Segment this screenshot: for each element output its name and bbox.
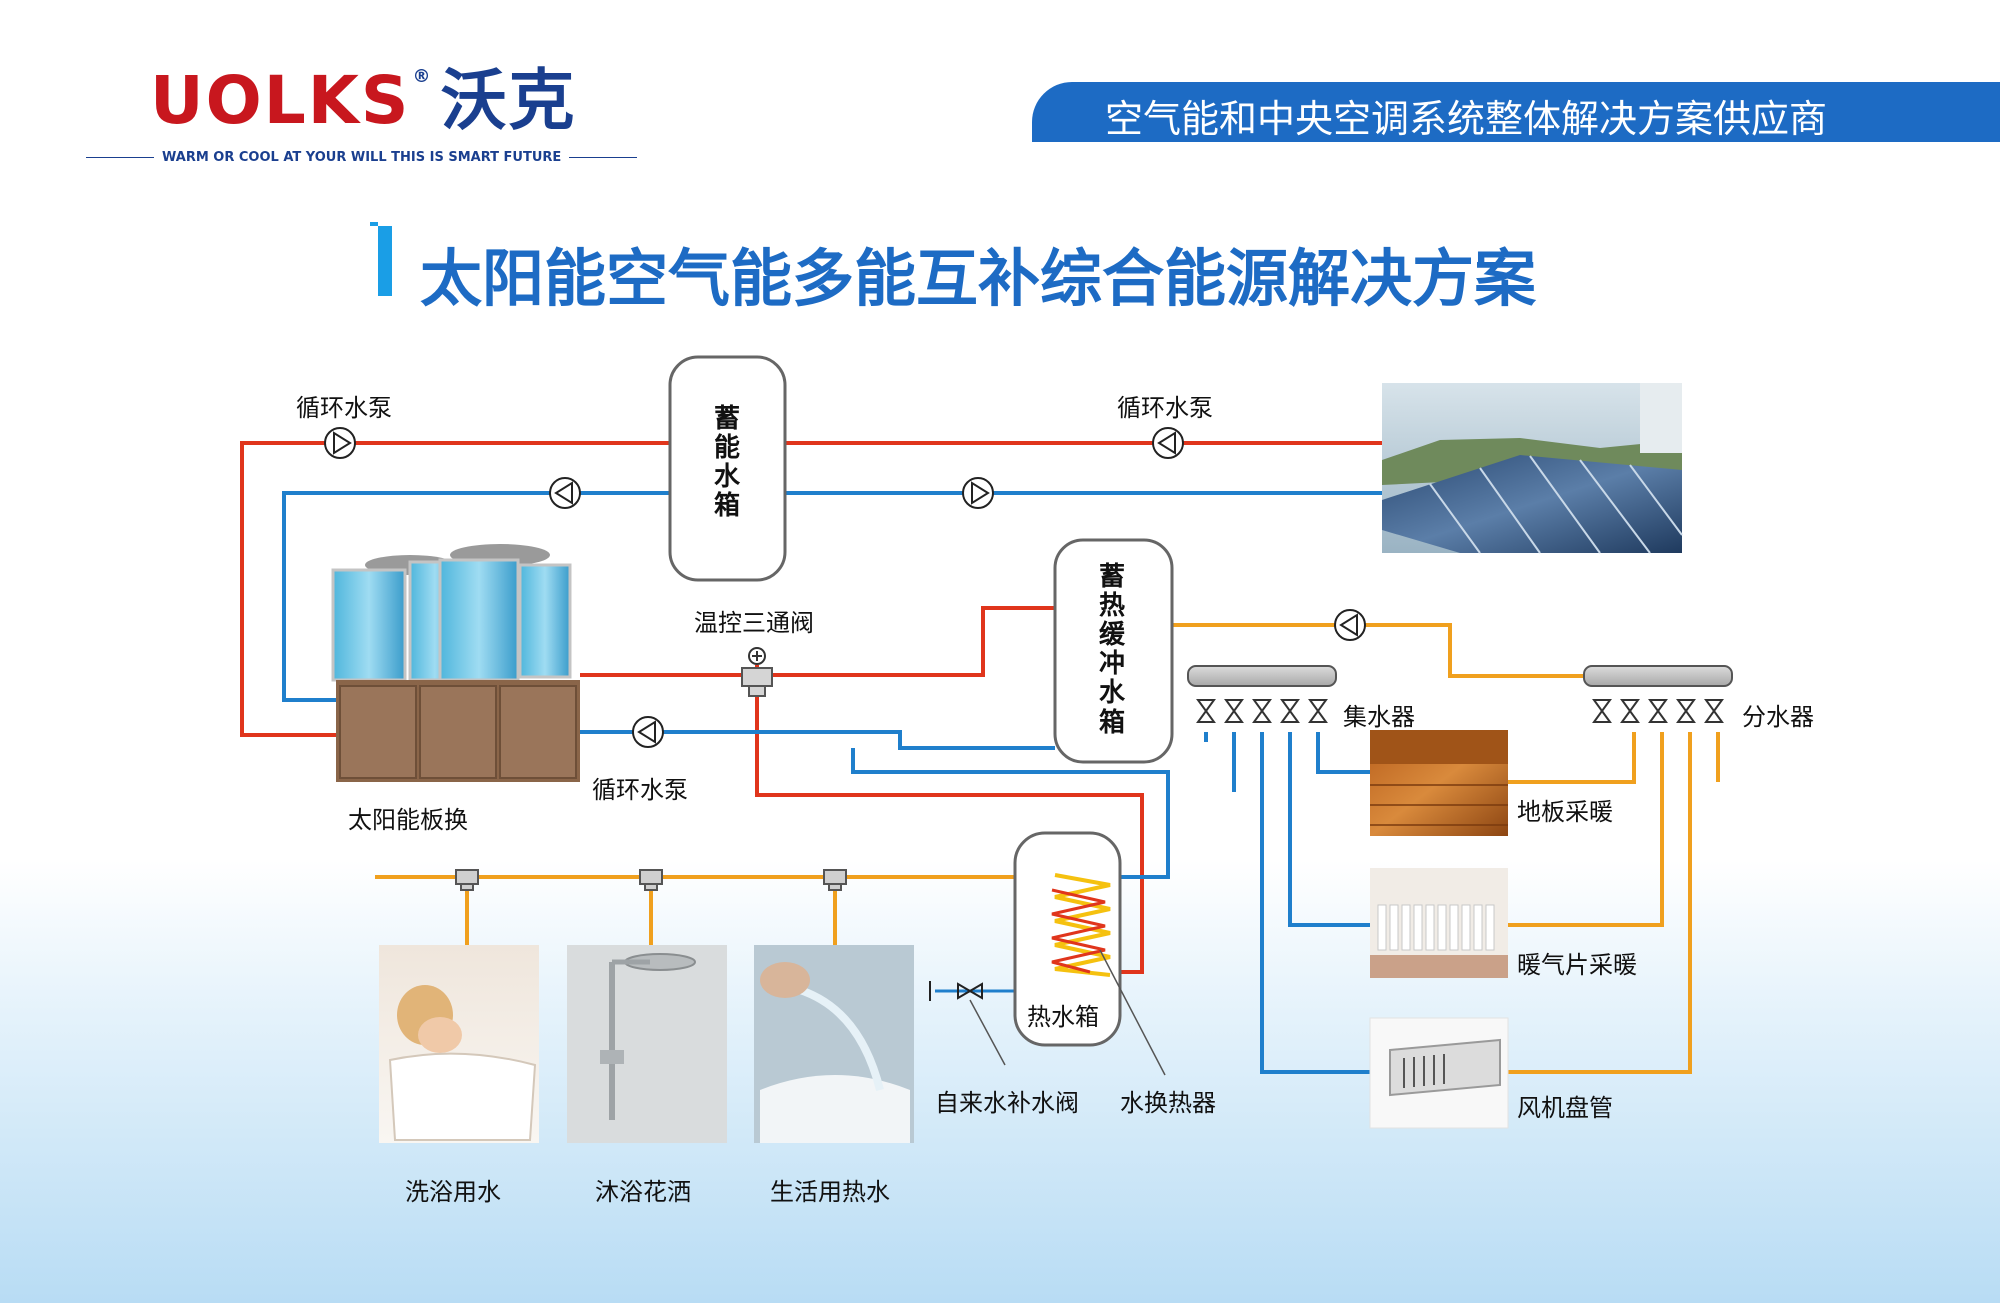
fan-coil-image xyxy=(1369,1017,1509,1129)
title-accent-tick xyxy=(370,222,378,226)
collector-manifold xyxy=(1187,665,1337,723)
storage-tank xyxy=(668,355,787,582)
hot-pipe-to-hot-tank xyxy=(755,665,1144,974)
bath-water-label: 洗浴用水 xyxy=(405,1178,501,1206)
three-way-valve-label: 温控三通阀 xyxy=(694,609,814,637)
pump-icon-left-hot xyxy=(324,427,356,459)
heat-exchanger-label: 水换热器 xyxy=(1120,1089,1216,1117)
heat-pump-unit-image xyxy=(331,544,580,782)
logo-chinese: 沃克 xyxy=(440,62,577,139)
cold-pipe-collector-fancoil xyxy=(1260,732,1370,1074)
pump-icon-bottom xyxy=(632,716,664,748)
page-title: 太阳能空气能多能互补综合能源解决方案 xyxy=(420,242,1537,315)
cold-pipe-bottom-return xyxy=(580,730,1055,750)
brand-logo: UOLKS®沃克 xyxy=(150,68,576,134)
cold-pipe-collector-floor xyxy=(1316,732,1370,774)
logo-registered-mark: ® xyxy=(412,66,433,87)
cold-pipes xyxy=(282,491,1382,1074)
logo-latin: UOLKS xyxy=(150,62,411,139)
domestic-tees xyxy=(455,869,847,891)
hot-water-tank xyxy=(1013,831,1122,1047)
makeup-valve-label: 自来水补水阀 xyxy=(935,1089,1079,1117)
cold-pipe-collector-radiator xyxy=(1288,732,1370,927)
floor-heating-image xyxy=(1370,730,1508,836)
heat-exchanger-leader xyxy=(1099,949,1166,1076)
heat-exchanger-coil xyxy=(1051,873,1111,977)
cold-pipe-to-hot-tank xyxy=(851,748,1170,879)
floor-heating-label: 地板采暖 xyxy=(1517,798,1613,826)
radiator-heating-label: 暖气片采暖 xyxy=(1517,951,1637,979)
warm-pipe-buffer-to-distributor xyxy=(1172,623,1584,678)
faucet-image xyxy=(754,945,914,1143)
warm-pipe-distributor-fancoil xyxy=(1508,732,1692,1074)
makeup-valve-leader xyxy=(969,999,1006,1066)
pump-top-right-label: 循环水泵 xyxy=(1117,394,1213,422)
solar-panels-image xyxy=(1382,383,1683,554)
three-way-valve-icon xyxy=(741,647,773,697)
collector-label: 集水器 xyxy=(1343,703,1415,731)
top-banner-text: 空气能和中央空调系统整体解决方案供应商 xyxy=(1105,97,1828,141)
pump-icon-right-cold xyxy=(962,477,994,509)
fan-coil-label: 风机盘管 xyxy=(1517,1094,1613,1122)
domestic-hot-water-label: 生活用热水 xyxy=(770,1178,890,1206)
makeup-valve-icon xyxy=(929,981,983,1001)
pump-bottom-label: 循环水泵 xyxy=(592,776,688,804)
buffer-tank-label: 蓄热缓冲水箱 xyxy=(1098,562,1125,738)
pump-left-label: 循环水泵 xyxy=(296,394,392,422)
title-accent-bar xyxy=(378,226,392,296)
hot-water-tank-label: 热水箱 xyxy=(1027,1003,1099,1031)
pump-icon-left-cold xyxy=(549,477,581,509)
warm-pipes xyxy=(375,623,1720,1074)
pump-icon-warm xyxy=(1334,609,1366,641)
shower-label: 沐浴花洒 xyxy=(595,1178,691,1206)
brand-tagline: WARM OR COOL AT YOUR WILL THIS IS SMART … xyxy=(78,150,630,165)
warm-pipe-distributor-floor xyxy=(1508,732,1636,784)
top-banner xyxy=(1032,82,2000,142)
hot-pipes xyxy=(240,441,1382,974)
warm-pipe-distributor-radiator xyxy=(1508,732,1664,927)
bath-image xyxy=(379,945,539,1143)
pump-icon-right-hot xyxy=(1152,427,1184,459)
solar-exchange-label: 太阳能板换 xyxy=(348,806,468,834)
shower-image xyxy=(567,945,727,1143)
storage-tank-label: 蓄能水箱 xyxy=(713,404,740,522)
distributor-label: 分水器 xyxy=(1742,703,1814,731)
radiator-image xyxy=(1370,868,1508,978)
buffer-tank xyxy=(1053,538,1174,764)
cold-pipe-top-loop xyxy=(282,491,670,702)
hot-pipe-to-buffer xyxy=(580,606,1055,677)
distributor-manifold xyxy=(1583,665,1733,723)
hot-pipe-top-loop xyxy=(240,441,670,737)
